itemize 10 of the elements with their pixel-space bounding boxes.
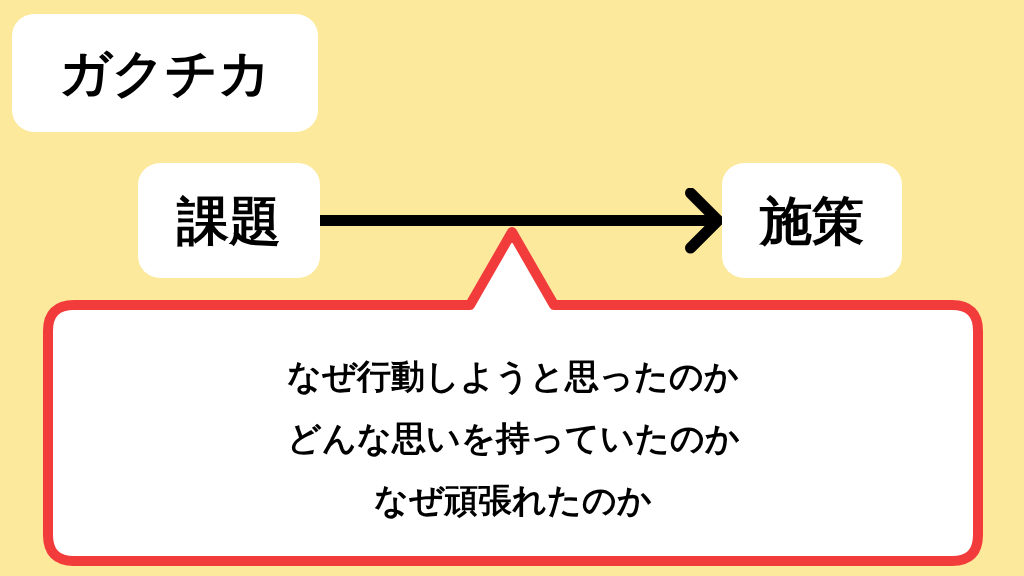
label-box	[722, 163, 902, 278]
label-box	[138, 163, 320, 278]
callout-text: どんな思いを持っていたのか	[286, 417, 740, 460]
box-label: 課題	[177, 194, 281, 247]
arrow	[320, 187, 724, 254]
box-label: ガクチカ	[59, 47, 271, 99]
callout-text: なぜ行動しようと思ったのか	[287, 355, 739, 398]
box-label: 施策	[760, 194, 864, 247]
label-box	[12, 14, 318, 132]
callout-text: なぜ頑張れたのか	[374, 479, 652, 522]
